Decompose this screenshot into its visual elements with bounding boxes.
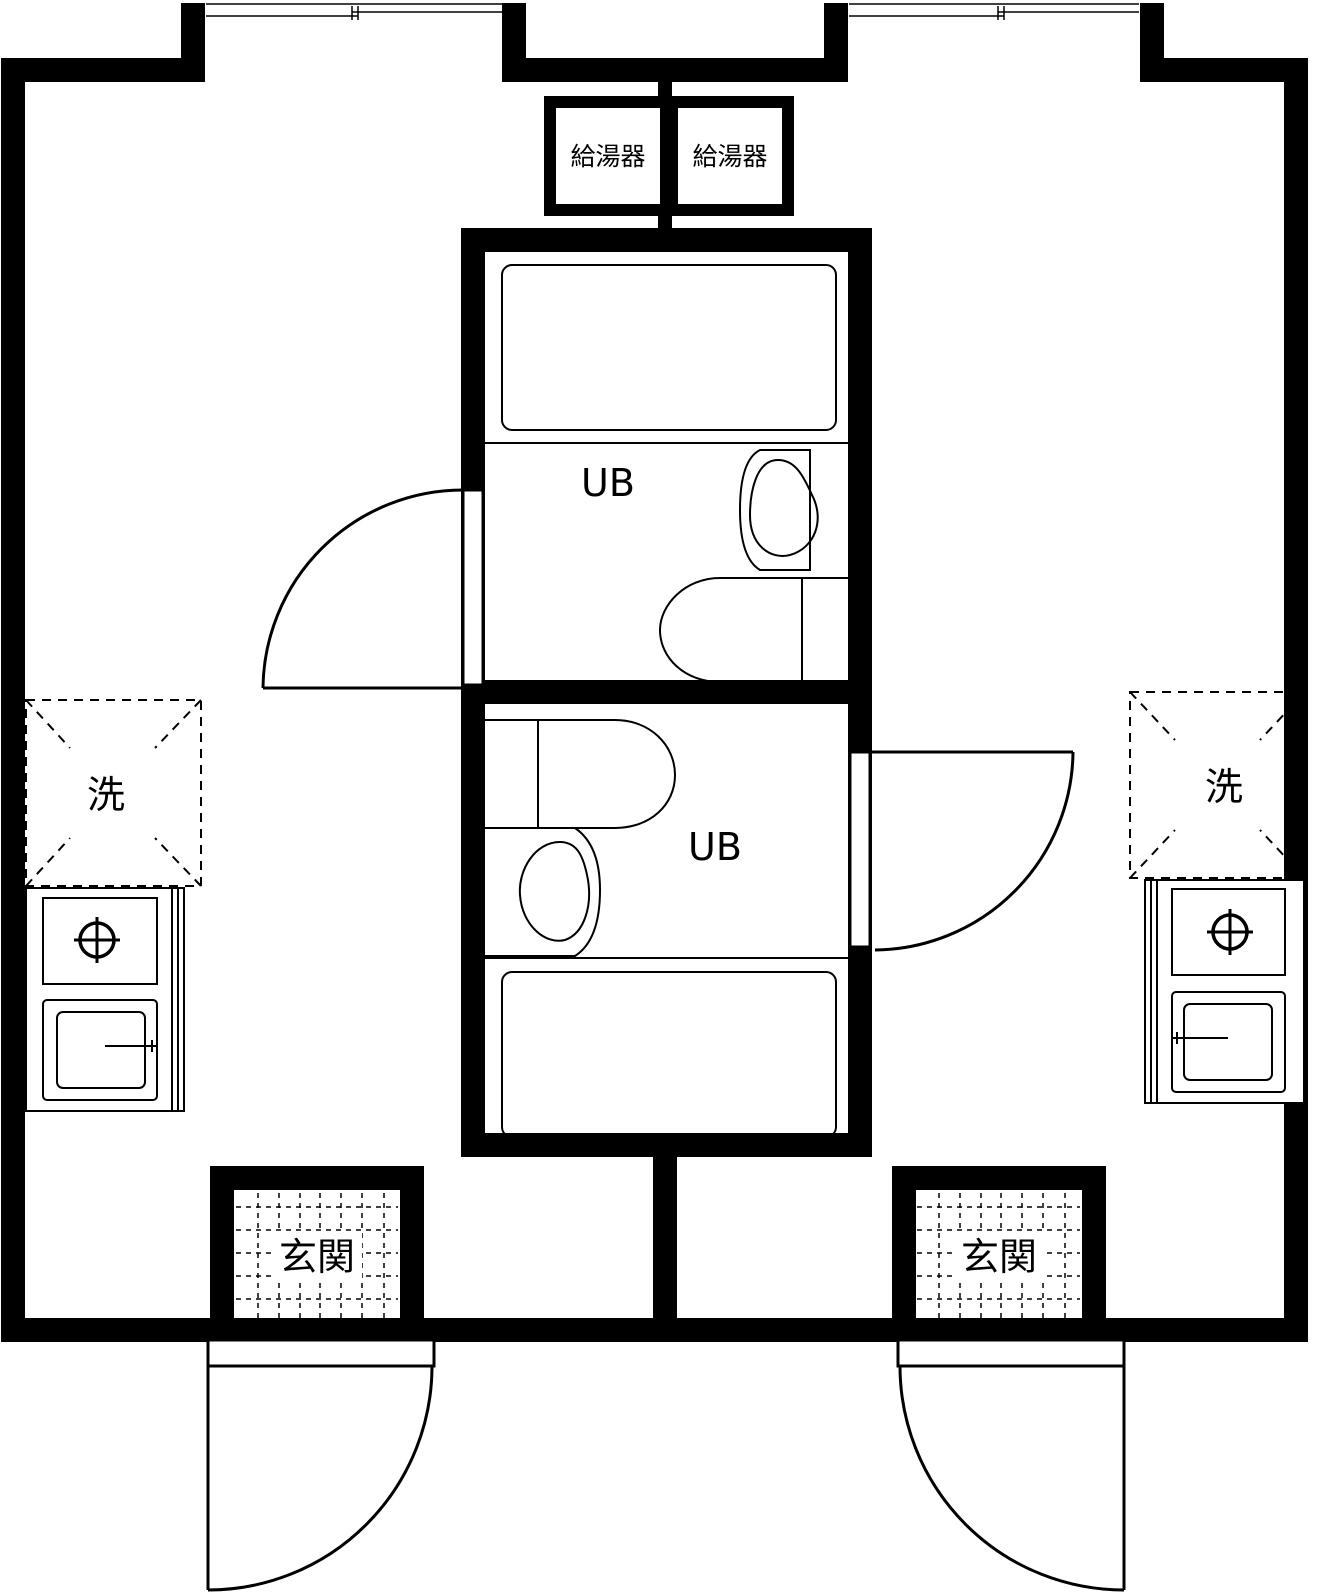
water-heater-label: 給湯器 bbox=[692, 142, 767, 171]
entrance-label: 玄関 bbox=[961, 1235, 1037, 1279]
toilet bbox=[485, 719, 677, 829]
bathroom-door-right bbox=[848, 750, 1075, 952]
water-heater-label: 給湯器 bbox=[570, 142, 645, 171]
kitchen-counter-left bbox=[25, 887, 185, 1112]
window-right bbox=[849, 3, 1139, 20]
wash-basin bbox=[485, 827, 602, 957]
bathtub bbox=[485, 264, 848, 444]
bathtub bbox=[485, 957, 848, 1138]
wash-basin bbox=[738, 449, 819, 571]
laundry-space-left bbox=[25, 699, 202, 887]
window-left bbox=[206, 3, 502, 20]
kitchen-counter-right bbox=[1144, 879, 1305, 1104]
toilet bbox=[658, 577, 848, 683]
entrance-label: 玄関 bbox=[279, 1235, 355, 1279]
stove-burner-icon bbox=[1207, 909, 1253, 955]
unit-bath-label: UB bbox=[581, 461, 635, 505]
laundry-space-right bbox=[1129, 691, 1306, 879]
laundry-label: 洗 bbox=[1205, 765, 1243, 809]
bathroom-door-left bbox=[261, 488, 485, 690]
entrance-door-left bbox=[206, 1338, 436, 1592]
water-heater-right bbox=[666, 96, 794, 216]
unit-bath-label: UB bbox=[688, 825, 742, 869]
laundry-label: 洗 bbox=[87, 773, 125, 817]
entrance-door-right bbox=[896, 1338, 1126, 1592]
stove-burner-icon bbox=[74, 917, 120, 963]
